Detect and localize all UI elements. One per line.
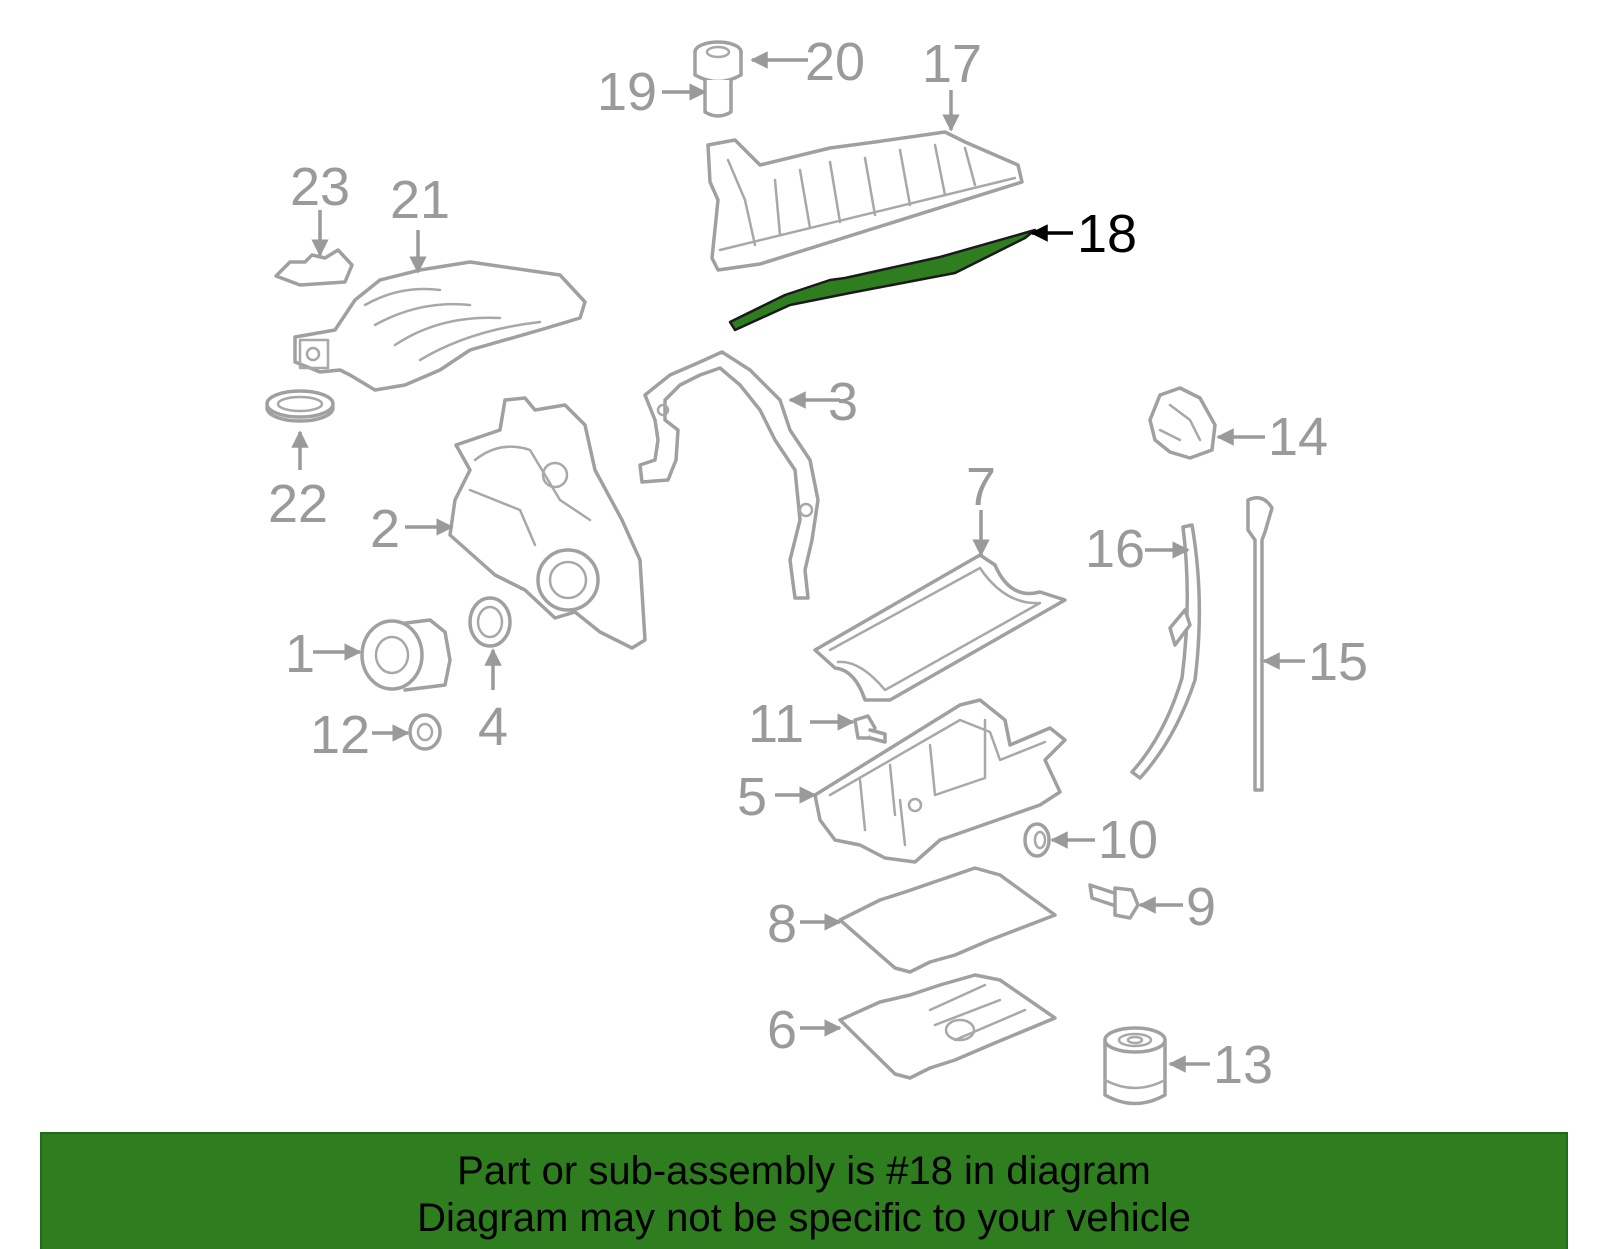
- part-22-seal: [265, 389, 335, 423]
- callout-16: 16: [1085, 519, 1145, 579]
- caption-banner: Part or sub-assembly is #18 in diagram D…: [40, 1132, 1568, 1249]
- part-21-intake: [293, 260, 587, 392]
- part-18-gasket-highlighted: [728, 228, 1037, 332]
- callout-2: 2: [370, 499, 400, 559]
- part-23-bracket: [274, 248, 354, 287]
- part-16-dipstick-tube: [1130, 523, 1202, 780]
- callout-1: 1: [285, 624, 315, 684]
- callout-4: 4: [478, 697, 508, 757]
- callout-10: 10: [1098, 810, 1158, 870]
- callout-20: 20: [805, 32, 865, 92]
- callout-15: 15: [1308, 632, 1368, 692]
- part-8-gasket: [838, 866, 1057, 974]
- part-15-dipstick: [1246, 496, 1274, 792]
- callout-3: 3: [828, 372, 858, 432]
- part-12-washer: [408, 713, 442, 751]
- part-5-oil-pan: [813, 698, 1067, 864]
- callout-19: 19: [597, 62, 657, 122]
- part-6-lower-pan: [838, 973, 1057, 1080]
- callout-23: 23: [290, 157, 350, 217]
- part-13-oil-filter: [1103, 1026, 1167, 1106]
- callout-12: 12: [310, 705, 370, 765]
- callout-9: 9: [1186, 877, 1216, 937]
- part-19-20-oil-cap: [693, 40, 743, 118]
- part-2-timing-cover: [448, 396, 647, 650]
- callout-5: 5: [737, 767, 767, 827]
- callout-18: 18: [1077, 204, 1137, 264]
- part-10-drain-plug: [1023, 822, 1051, 858]
- callout-17: 17: [922, 34, 982, 94]
- part-3-gasket: [638, 350, 820, 600]
- part-1-balancer: [360, 618, 452, 692]
- callout-14: 14: [1268, 407, 1328, 467]
- caption-line-2: Diagram may not be specific to your vehi…: [417, 1196, 1191, 1240]
- callout-7: 7: [966, 457, 996, 517]
- callout-6: 6: [767, 1000, 797, 1060]
- part-17-cover: [706, 130, 1024, 272]
- part-7-pan-gasket: [813, 553, 1067, 702]
- part-11-bolt: [853, 714, 887, 744]
- part-4-seal: [468, 596, 512, 648]
- callout-labels: 20 19 17 18 23 21 3 22 2 14 7 16 15 1 4 …: [268, 32, 1368, 1095]
- callout-21: 21: [390, 170, 450, 230]
- callout-13: 13: [1213, 1035, 1273, 1095]
- caption-line-1: Part or sub-assembly is #18 in diagram: [457, 1149, 1151, 1193]
- callout-11: 11: [748, 694, 804, 754]
- callout-22: 22: [268, 474, 328, 534]
- part-9-bolt: [1088, 883, 1140, 920]
- part-14-bracket: [1148, 386, 1217, 460]
- callout-8: 8: [767, 894, 797, 954]
- leader-arrows: [291, 51, 1305, 1073]
